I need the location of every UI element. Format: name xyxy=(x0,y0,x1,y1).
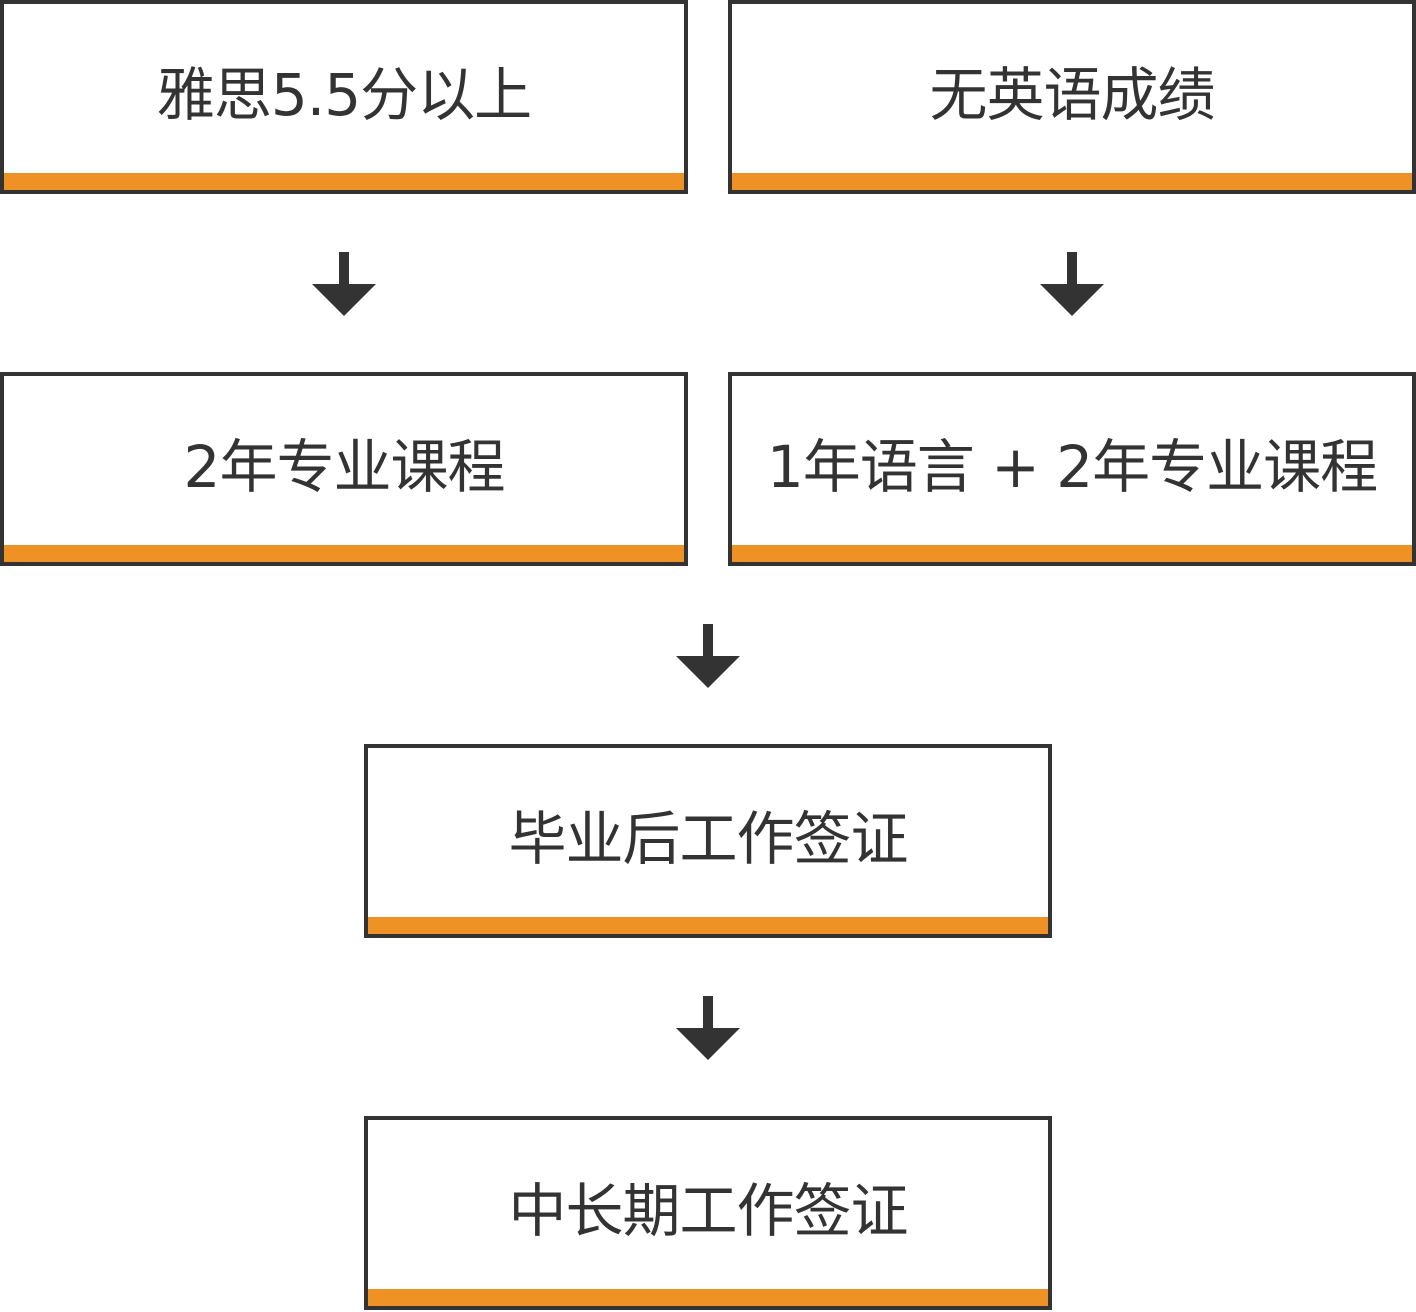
down-arrow-icon xyxy=(676,996,740,1060)
node-no-english-accent-bar xyxy=(732,173,1412,190)
node-language-plus-label: 1年语言 + 2年专业课程 xyxy=(766,433,1378,501)
node-long-term-visa-label: 中长期工作签证 xyxy=(508,1177,908,1245)
node-two-year-label: 2年专业课程 xyxy=(183,433,506,501)
node-language-plus-accent-bar xyxy=(732,545,1412,562)
down-arrow-icon xyxy=(1040,252,1104,316)
node-post-study-visa-label: 毕业后工作签证 xyxy=(508,805,908,873)
node-post-study-visa-box: 毕业后工作签证 xyxy=(364,744,1052,938)
node-post-study-visa-accent-bar xyxy=(368,917,1048,934)
node-two-year-box: 2年专业课程 xyxy=(0,372,688,566)
node-ielts-box: 雅思5.5分以上 xyxy=(0,0,688,194)
node-long-term-visa-box: 中长期工作签证 xyxy=(364,1116,1052,1310)
node-no-english-box: 无英语成绩 xyxy=(728,0,1416,194)
node-ielts-accent-bar xyxy=(4,173,684,190)
node-no-english-label: 无英语成绩 xyxy=(929,61,1215,129)
node-language-plus-box: 1年语言 + 2年专业课程 xyxy=(728,372,1416,566)
node-ielts-label: 雅思5.5分以上 xyxy=(156,61,532,129)
down-arrow-icon xyxy=(312,252,376,316)
node-two-year-accent-bar xyxy=(4,545,684,562)
node-long-term-visa-accent-bar xyxy=(368,1289,1048,1306)
down-arrow-icon xyxy=(676,624,740,688)
